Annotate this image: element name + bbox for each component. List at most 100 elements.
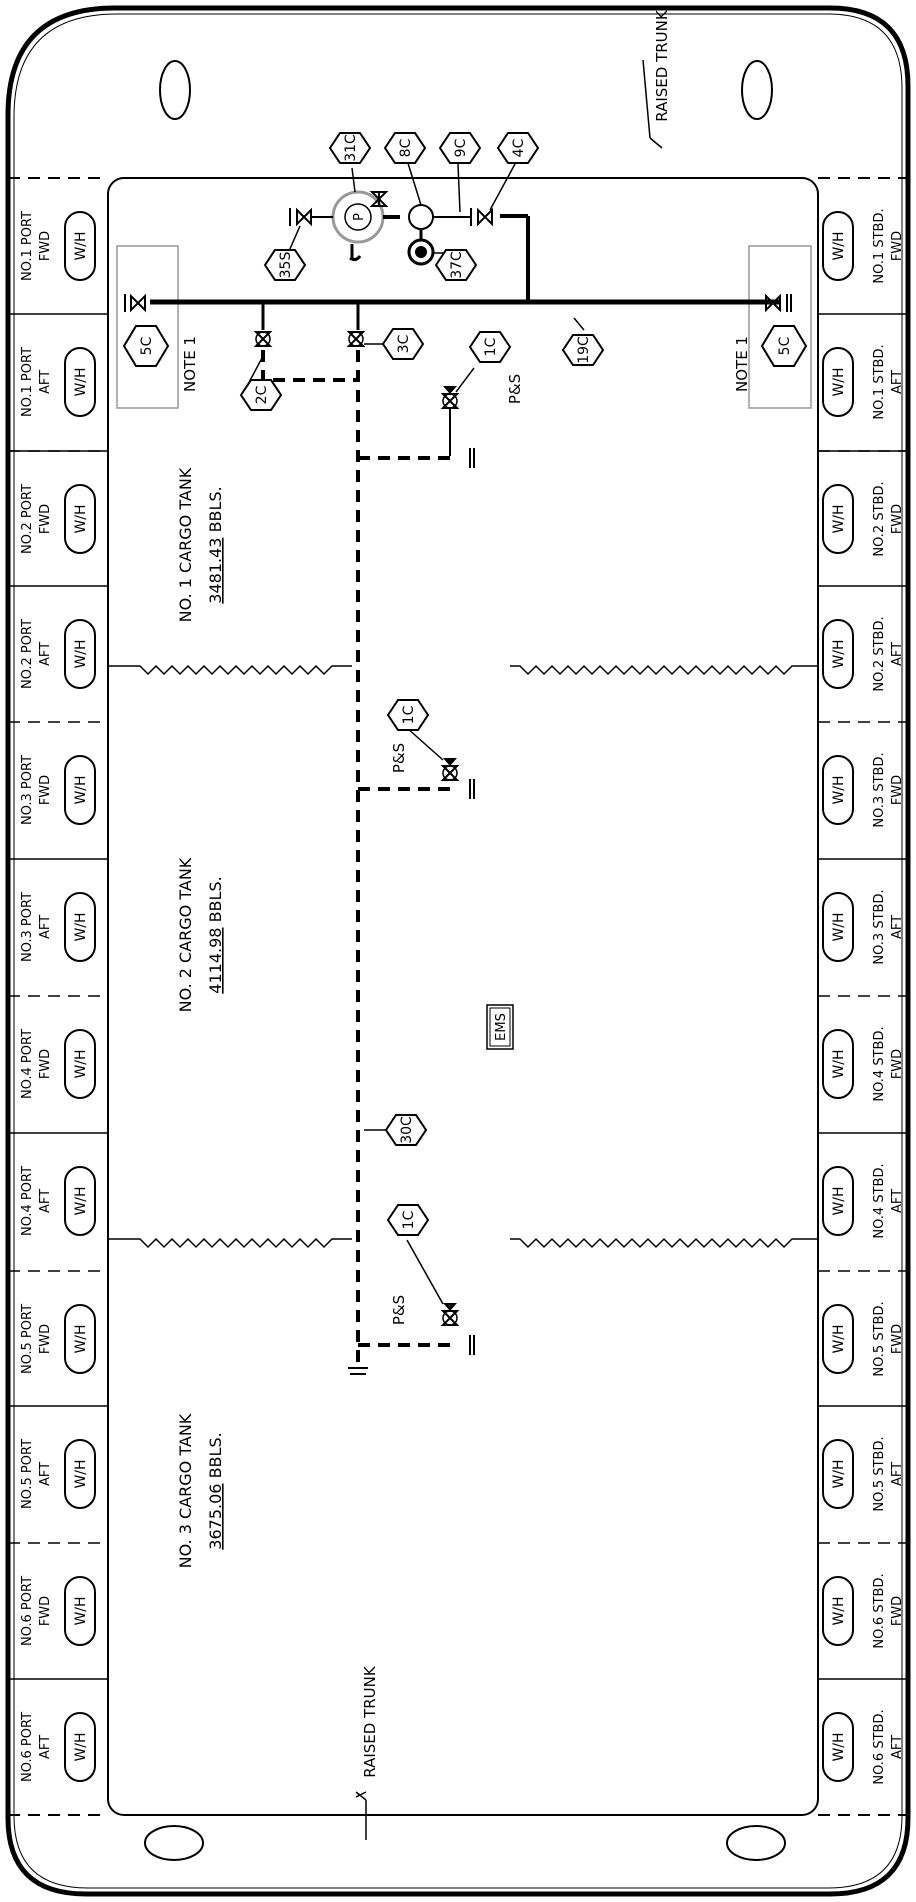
opening-bottom-right: [726, 1825, 786, 1861]
wing-name-label: NO.2 PORT: [20, 484, 35, 554]
wing-position-label: AFT: [890, 1189, 905, 1213]
pump-label: P: [352, 213, 367, 221]
tag-hexagons: [122, 132, 808, 1236]
wh-label: W/H: [831, 1186, 847, 1215]
wing-name-label: NO.4 PORT: [20, 1029, 35, 1099]
wing-position-label: FWD: [890, 1049, 905, 1079]
wh-oval: [64, 484, 96, 554]
wing-name-label: NO.2 STBD.: [872, 481, 887, 556]
wh-label: W/H: [831, 231, 847, 260]
opening-top-right: [741, 60, 773, 120]
wing-name-label: NO.4 STBD.: [872, 1163, 887, 1238]
wh-oval: [822, 347, 854, 417]
wing-position-label: FWD: [38, 1596, 53, 1626]
wing-position-label: AFT: [38, 1462, 53, 1486]
tag-5c-right: 5C: [777, 336, 793, 355]
wing-position-label: FWD: [890, 231, 905, 261]
wing-position-label: FWD: [38, 504, 53, 534]
wh-label: W/H: [831, 1459, 847, 1488]
wh-oval: [64, 1712, 96, 1782]
wing-position-label: FWD: [890, 504, 905, 534]
wing-name-label: NO.6 PORT: [20, 1576, 35, 1646]
wing-position-label: AFT: [38, 642, 53, 666]
wh-oval: [822, 211, 854, 281]
tag-8c: 8C: [398, 138, 414, 157]
wing-position-label: FWD: [890, 1324, 905, 1354]
wh-oval: [822, 755, 854, 825]
wh-oval: [64, 1439, 96, 1509]
wh-oval: [64, 347, 96, 417]
tag-37c: 37C: [449, 251, 465, 279]
tank-2-volume: 4114.98 BBLS.: [206, 876, 225, 993]
wh-label: W/H: [73, 775, 89, 804]
wh-oval: [64, 1029, 96, 1099]
wh-label: W/H: [831, 1324, 847, 1353]
wing-position-label: AFT: [890, 1735, 905, 1759]
tag-3c: 3C: [396, 334, 412, 353]
wing-position-label: FWD: [38, 231, 53, 261]
bulkhead-1-2: [108, 664, 818, 676]
tag-9c: 9C: [453, 138, 469, 157]
wing-position-label: FWD: [38, 775, 53, 805]
wh-oval: [822, 1576, 854, 1646]
tank-1-volume: 3481.43 BBLS.: [206, 486, 225, 603]
wing-name-label: NO.2 STBD.: [872, 616, 887, 691]
tag-2c: 2C: [254, 385, 270, 404]
wh-oval: [822, 1029, 854, 1099]
wing-name-label: NO.3 STBD.: [872, 889, 887, 964]
wing-name-label: NO.3 PORT: [20, 892, 35, 962]
wing-position-label: AFT: [890, 370, 905, 394]
wing-name-label: NO.5 STBD.: [872, 1436, 887, 1511]
wing-position-label: AFT: [890, 642, 905, 666]
wh-label: W/H: [831, 912, 847, 941]
wh-label: W/H: [73, 1186, 89, 1215]
wing-position-label: FWD: [38, 1324, 53, 1354]
wing-name-label: NO.5 PORT: [20, 1304, 35, 1374]
raised-trunk-bottom-label: RAISED TRUNK: [361, 1665, 379, 1778]
wh-oval: [64, 1304, 96, 1374]
wh-label: W/H: [73, 1732, 89, 1761]
ems-box: [486, 1004, 514, 1050]
wing-name-label: NO.4 STBD.: [872, 1026, 887, 1101]
ps-label-1: P&S: [506, 374, 524, 404]
wing-name-label: NO.1 PORT: [20, 211, 35, 281]
wing-name-label: NO.3 PORT: [20, 755, 35, 825]
opening-bottom-left: [144, 1825, 204, 1861]
wing-name-label: NO.3 STBD.: [872, 752, 887, 827]
wh-label: W/H: [73, 1049, 89, 1078]
stbd-wing-8: W/H NO.4 STBD.AFT: [822, 1163, 905, 1239]
wing-position-label: FWD: [890, 775, 905, 805]
wh-label: W/H: [831, 1596, 847, 1625]
wh-oval: [822, 1439, 854, 1509]
wh-oval: [822, 484, 854, 554]
wh-label: W/H: [73, 1459, 89, 1488]
wh-oval: [64, 211, 96, 281]
wh-oval: [822, 1166, 854, 1236]
wing-name-label: NO.1 STBD.: [872, 208, 887, 283]
tag-1c-b: 1C: [401, 705, 417, 724]
wing-name-label: NO.2 PORT: [20, 619, 35, 689]
tag-1c-a: 1C: [483, 337, 499, 356]
raised-trunk: [107, 177, 819, 1816]
port-separators: [8, 177, 908, 1816]
wh-label: W/H: [831, 367, 847, 396]
valve-1c-c: [440, 1303, 475, 1355]
wing-name-label: NO.5 PORT: [20, 1439, 35, 1509]
wing-position-label: FWD: [890, 1596, 905, 1626]
wh-oval: [64, 1576, 96, 1646]
